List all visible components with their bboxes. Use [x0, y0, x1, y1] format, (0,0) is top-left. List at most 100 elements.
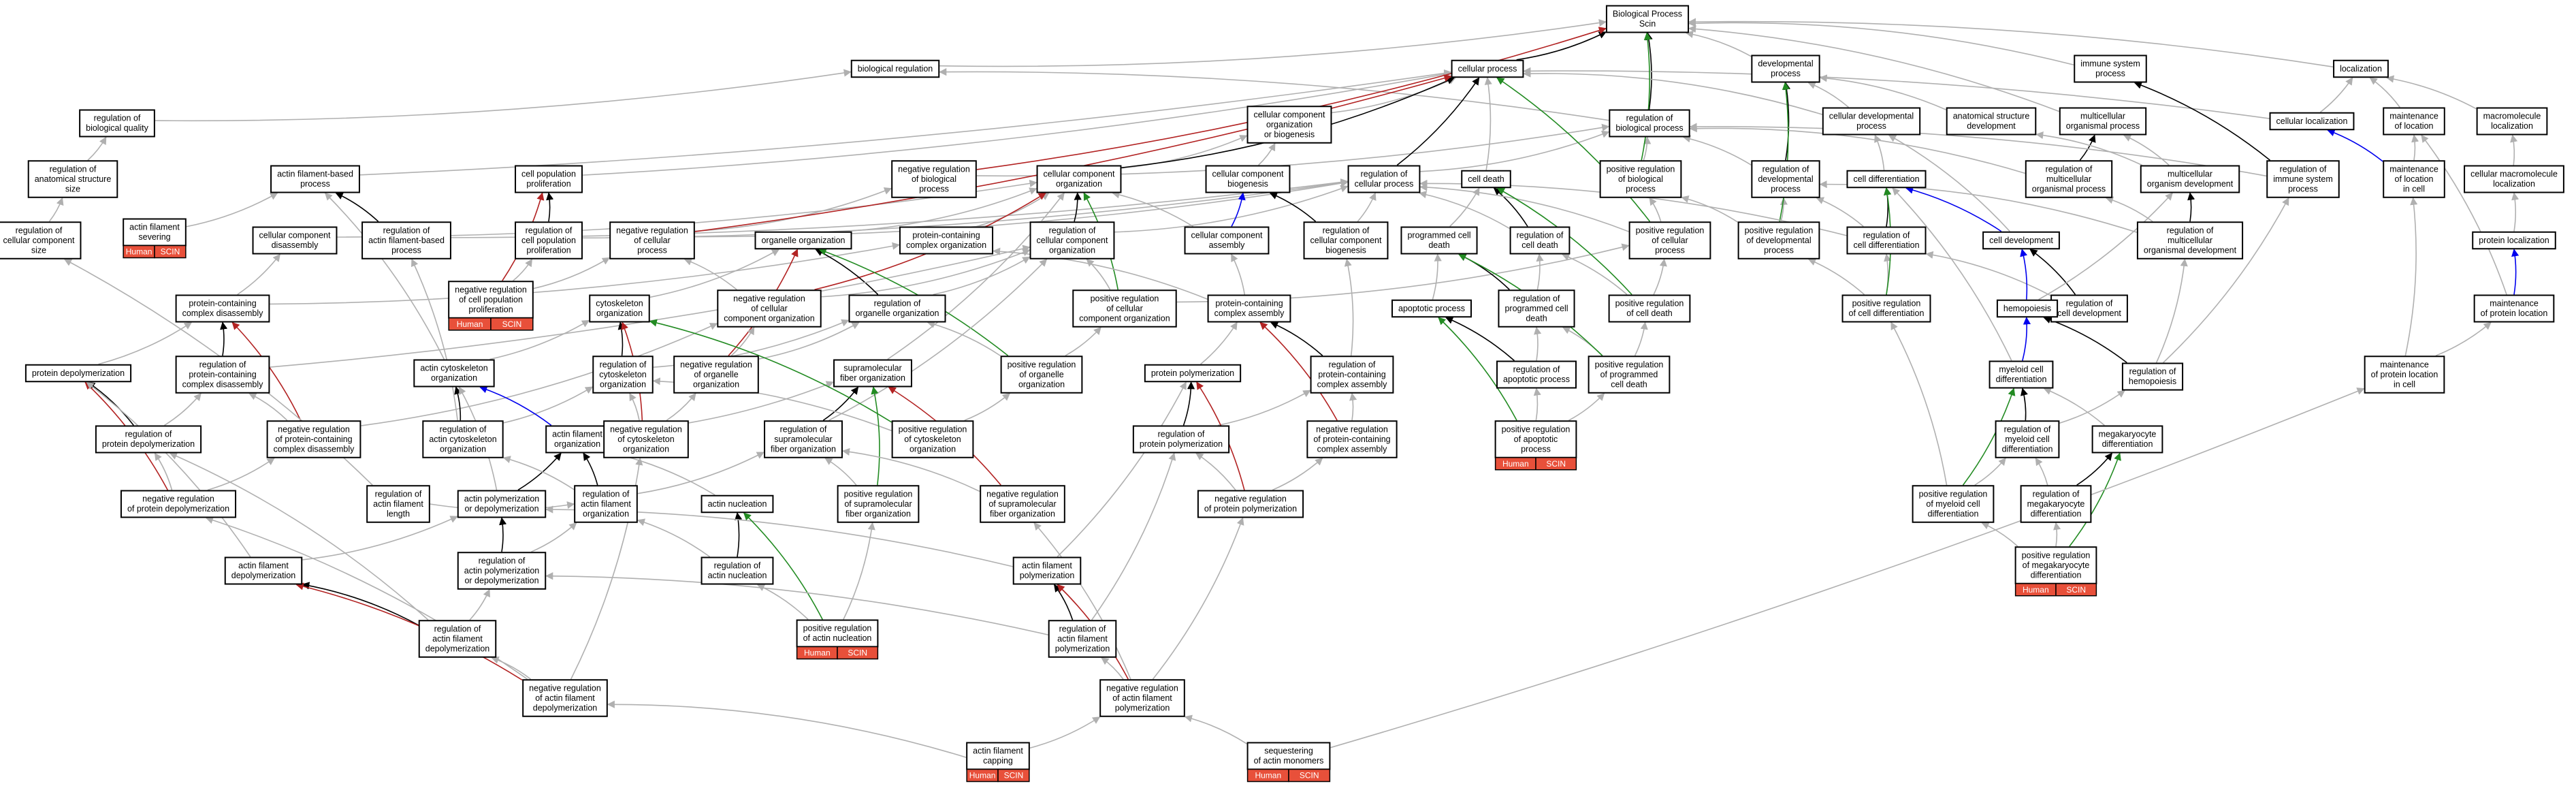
- go-term-node-biological-regulation[interactable]: biological regulation: [850, 59, 940, 78]
- go-term-node-organelle-organization[interactable]: organelle organization: [754, 231, 852, 250]
- go-term-node-localization[interactable]: localization: [2333, 59, 2389, 78]
- go-term-node-protein-localization[interactable]: protein localization: [2472, 231, 2556, 250]
- go-term-node-actin-nucleation[interactable]: actin nucleation: [701, 494, 774, 514]
- go-term-node-protein-depolymerization[interactable]: protein depolymerization: [25, 364, 132, 383]
- go-term-node-apoptotic-process[interactable]: apoptotic process: [1391, 299, 1472, 318]
- go-term-node-cellular-localization[interactable]: cellular localization: [2269, 112, 2355, 131]
- go-term-node-cell-death[interactable]: cell death: [1461, 170, 1511, 189]
- go-term-node-cellular-process[interactable]: cellular process: [1451, 59, 1524, 78]
- go-term-node-reg-megakaryocyte-differentiation[interactable]: regulation ofmegakaryocytedifferentiatio…: [2020, 485, 2092, 523]
- go-term-node-hemopoiesis[interactable]: hemopoiesis: [1996, 299, 2059, 318]
- go-term-node-protein-polymerization[interactable]: protein polymerization: [1144, 364, 1242, 383]
- go-term-node-cell-differentiation[interactable]: cell differentiation: [1846, 170, 1927, 189]
